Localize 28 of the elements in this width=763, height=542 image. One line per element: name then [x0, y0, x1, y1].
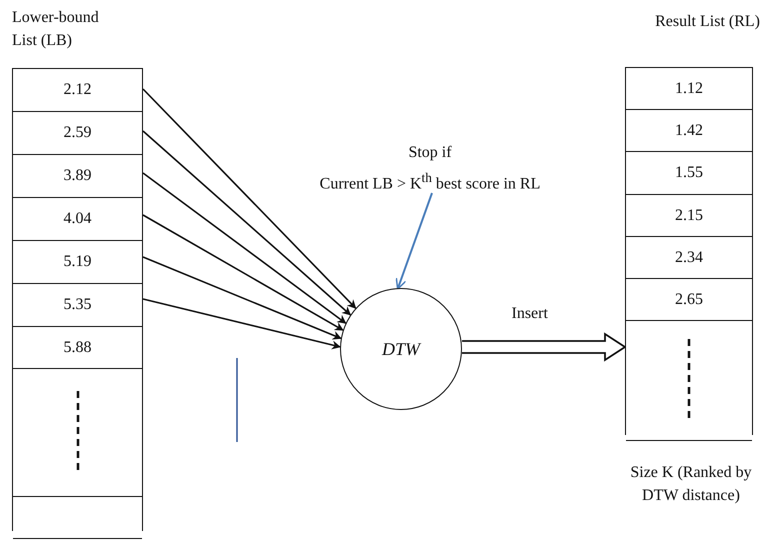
condition-text: Stop if: [408, 143, 452, 163]
list-cell: 1.55: [626, 152, 752, 195]
list-title: Lower-bound List (LB): [12, 8, 100, 51]
node-label: Size K (Ranked by DTW distance): [629, 463, 753, 506]
list-cell: 2.15: [626, 195, 752, 237]
list-cell: 5.19: [13, 241, 142, 284]
arrow: [142, 298, 341, 350]
list-cell: 5.35: [13, 284, 142, 327]
hollow-arrow: [461, 332, 627, 362]
arrow: [396, 192, 433, 290]
list-cell: 1.42: [626, 110, 752, 152]
arrow: [142, 88, 356, 309]
arrow: [142, 172, 346, 324]
edge-label: Insert: [512, 305, 548, 323]
list-cell: 5.88: [13, 327, 142, 369]
arrow: [142, 256, 342, 340]
arrow: [142, 214, 344, 331]
arrow: [142, 130, 352, 316]
list-cell: 2.65: [626, 279, 752, 321]
list-cell: 3.89: [13, 155, 142, 198]
condition-text: Current LB > K$^{th}$ best score in RL: [320, 169, 540, 194]
list-title: Result List (RL): [654, 12, 760, 32]
list-cell: 1.12: [626, 68, 752, 110]
process-label: DTW: [382, 338, 420, 360]
list-cell: 2.59: [13, 112, 142, 155]
list-cell: 2.12: [13, 69, 142, 112]
list-cell: 4.04: [13, 198, 142, 241]
list-cell: 2.34: [626, 237, 752, 279]
